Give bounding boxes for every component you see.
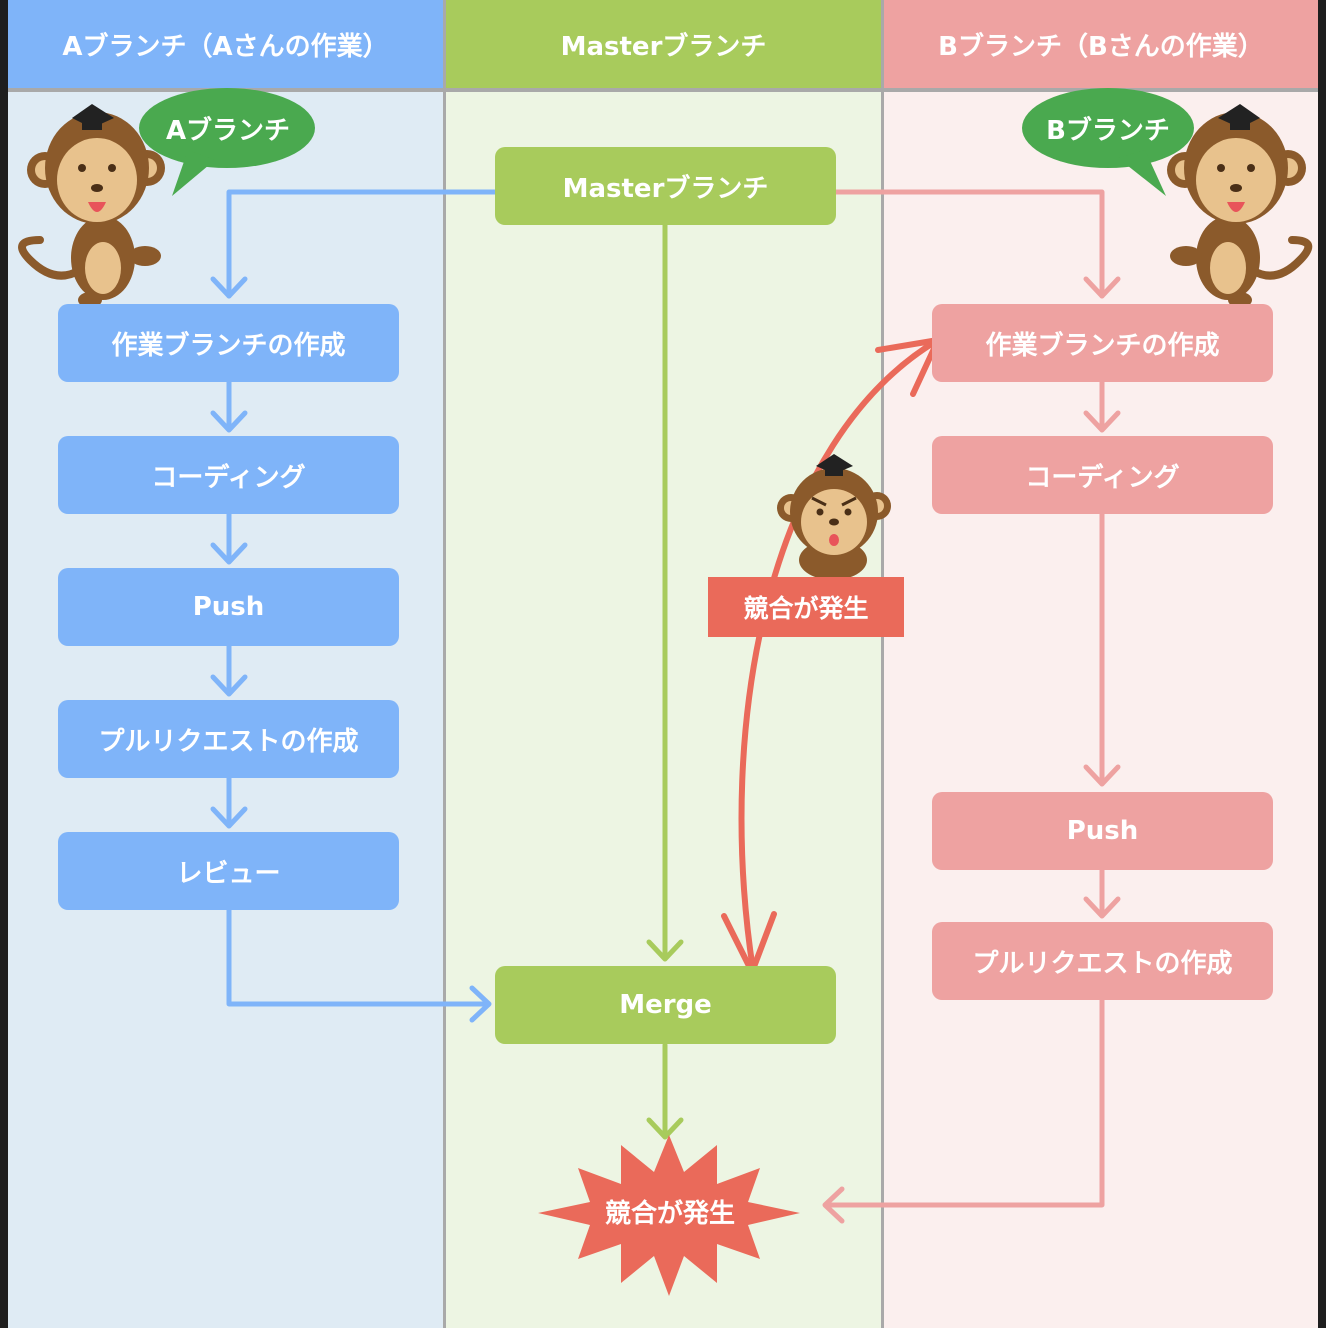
monkey-angry-icon (777, 454, 891, 580)
lane-master-title: Masterブランチ (446, 0, 881, 92)
speech-bubble-a (139, 88, 315, 196)
conflict-curve-arrow (721, 337, 941, 975)
conflict-burst-label: 競合が発生 (604, 1198, 735, 1229)
a-step-coding: コーディング (58, 436, 399, 514)
a-step-create-branch: 作業ブランチの作成 (58, 304, 399, 382)
speech-bubble-b (1022, 88, 1194, 196)
a-step-push: Push (58, 568, 399, 646)
conflict-label: 競合が発生 (708, 577, 904, 637)
b-step-pull-request: プルリクエストの作成 (932, 922, 1273, 1000)
bubble-b-text: Bブランチ (1046, 115, 1170, 146)
conflict-burst-icon (538, 1135, 800, 1296)
b-lane-arrows (822, 189, 1121, 1224)
b-step-push: Push (932, 792, 1273, 870)
lane-a-title: Aブランチ（Aさんの作業） (8, 0, 443, 92)
bubble-a-text: Aブランチ (165, 115, 291, 146)
master-lane-arrows (646, 222, 684, 1140)
a-lane-arrows (210, 189, 499, 1023)
master-branch-box: Masterブランチ (495, 147, 836, 225)
monkey-graduate-icon-a (18, 104, 165, 308)
monkey-graduate-icon-b (1167, 104, 1313, 308)
merge-box: Merge (495, 966, 836, 1044)
a-step-pull-request: プルリクエストの作成 (58, 700, 399, 778)
a-step-review: レビュー (58, 832, 399, 910)
b-step-coding: コーディング (932, 436, 1273, 514)
b-step-create-branch: 作業ブランチの作成 (932, 304, 1273, 382)
lane-b-title: Bブランチ（Bさんの作業） (884, 0, 1318, 92)
